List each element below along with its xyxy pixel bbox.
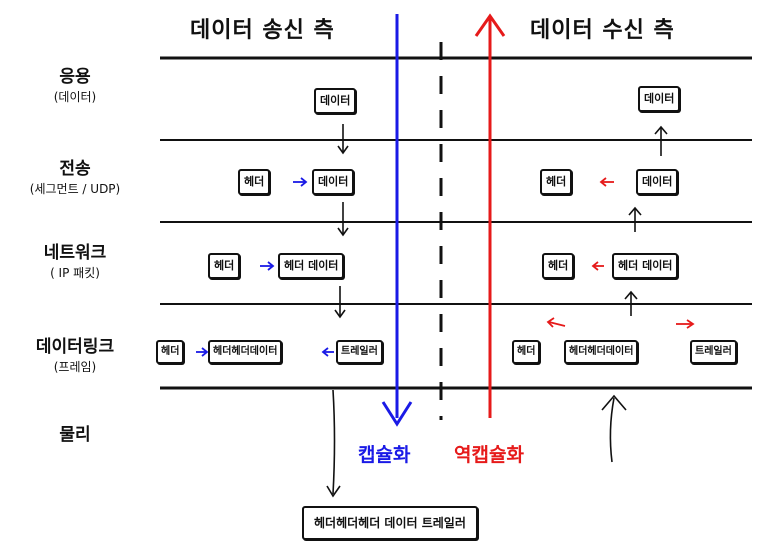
layer-name: 데이터링크 <box>35 337 115 357</box>
decapsulation-arrowhead <box>474 13 506 37</box>
sender-app-data-box: 데이터 <box>314 88 357 114</box>
receiver-network-header-box: 헤더 <box>542 253 575 279</box>
encapsulation-arrowhead <box>381 401 413 427</box>
down-arrowhead <box>334 309 346 319</box>
red-small-arrowhead <box>599 177 607 187</box>
blue-small-arrowhead <box>201 347 209 357</box>
sender-network-header-box: 헤더 <box>208 253 241 279</box>
layer-sub: ( IP 패킷) <box>50 266 100 280</box>
layer-name: 응용 <box>59 67 91 87</box>
red-small-arrow <box>548 321 566 327</box>
receiver-datalink-trailer-box: 트레일러 <box>690 340 737 364</box>
blue-small-arrowhead <box>300 177 308 187</box>
down-arrow <box>332 389 336 495</box>
receiver-app-data-box: 데이터 <box>638 86 681 112</box>
layer-network: 네트워크 ( IP 패킷) <box>0 242 150 282</box>
up-arrowhead <box>628 206 642 216</box>
blue-small-arrowhead <box>321 347 329 357</box>
receiver-datalink-header-box: 헤더 <box>512 340 541 364</box>
red-small-arrowhead <box>591 261 599 271</box>
sender-network-packet-box: 헤더 데이터 <box>278 253 345 279</box>
sender-datalink-payload-box: 헤더헤더데이터 <box>208 340 283 364</box>
receiver-datalink-payload-box: 헤더헤더데이터 <box>564 340 639 364</box>
receiver-network-packet-box: 헤더 데이터 <box>612 253 679 279</box>
layer-transport: 전송 (세그먼트 / UDP) <box>0 158 150 198</box>
sender-datalink-trailer-box: 트레일러 <box>336 340 383 364</box>
up-arrowhead <box>624 290 638 300</box>
blue-small-arrowhead <box>267 261 275 271</box>
up-arrow <box>609 397 615 463</box>
layer-physical: 물리 <box>0 424 150 446</box>
layer-name: 네트워크 <box>43 243 107 263</box>
up-arrowhead <box>601 394 627 411</box>
receiver-title: 데이터 수신 측 <box>530 18 675 43</box>
red-small-arrowhead <box>686 319 695 329</box>
down-arrowhead <box>337 227 349 237</box>
down-arrowhead <box>326 485 341 498</box>
layer-application: 응용 (데이터) <box>0 66 150 106</box>
layer-sub: (데이터) <box>53 90 97 104</box>
physical-frame-box: 헤더헤더헤더 데이터 트레일러 <box>302 506 478 540</box>
layer-sub: (프레임) <box>53 360 97 374</box>
layer-sub: (세그먼트 / UDP) <box>29 182 121 196</box>
sender-datalink-header-box: 헤더 <box>156 340 185 364</box>
up-arrowhead <box>654 125 668 135</box>
layer-datalink: 데이터링크 (프레임) <box>0 336 150 376</box>
layer-name: 전송 <box>59 159 91 179</box>
decapsulation-label: 역캡슐화 <box>454 444 524 466</box>
red-small-arrowhead <box>546 317 555 328</box>
receiver-transport-data-box: 데이터 <box>636 169 679 195</box>
receiver-transport-header-box: 헤더 <box>540 169 573 195</box>
sender-transport-data-box: 데이터 <box>312 169 355 195</box>
sender-transport-header-box: 헤더 <box>238 169 271 195</box>
down-arrowhead <box>337 145 349 155</box>
encapsulation-label: 캡슐화 <box>358 444 411 466</box>
sender-title: 데이터 송신 측 <box>190 18 335 43</box>
layer-name: 물리 <box>59 425 91 445</box>
